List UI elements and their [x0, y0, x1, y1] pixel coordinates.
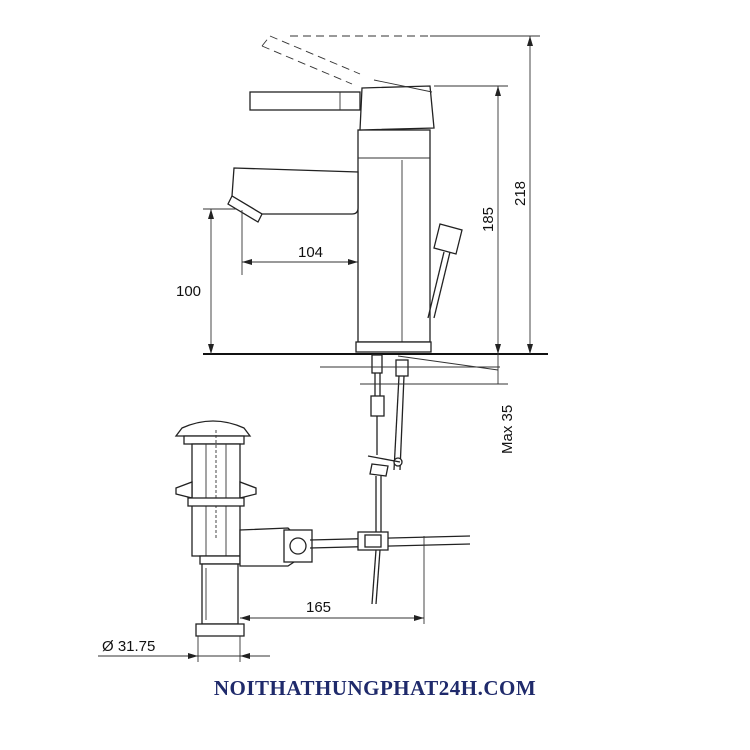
dim-drain-diameter: Ø 31.75	[102, 638, 155, 655]
dim-spout-reach: 104	[298, 244, 323, 261]
dim-body-height: 185	[480, 207, 497, 232]
popup-drain	[174, 420, 471, 637]
website-watermark: NOITHATHUNGPHAT24H.COM	[213, 676, 537, 700]
supply-hoses	[320, 354, 500, 535]
dim-spout-height: 100	[176, 283, 201, 300]
dim-max-deck-thickness: Max 35	[499, 405, 516, 454]
dim-total-height: 218	[512, 181, 529, 206]
dim-drain-offset: 165	[306, 599, 331, 616]
spout	[227, 167, 359, 275]
dimension-lines	[98, 35, 540, 662]
faucet-body	[203, 129, 548, 355]
